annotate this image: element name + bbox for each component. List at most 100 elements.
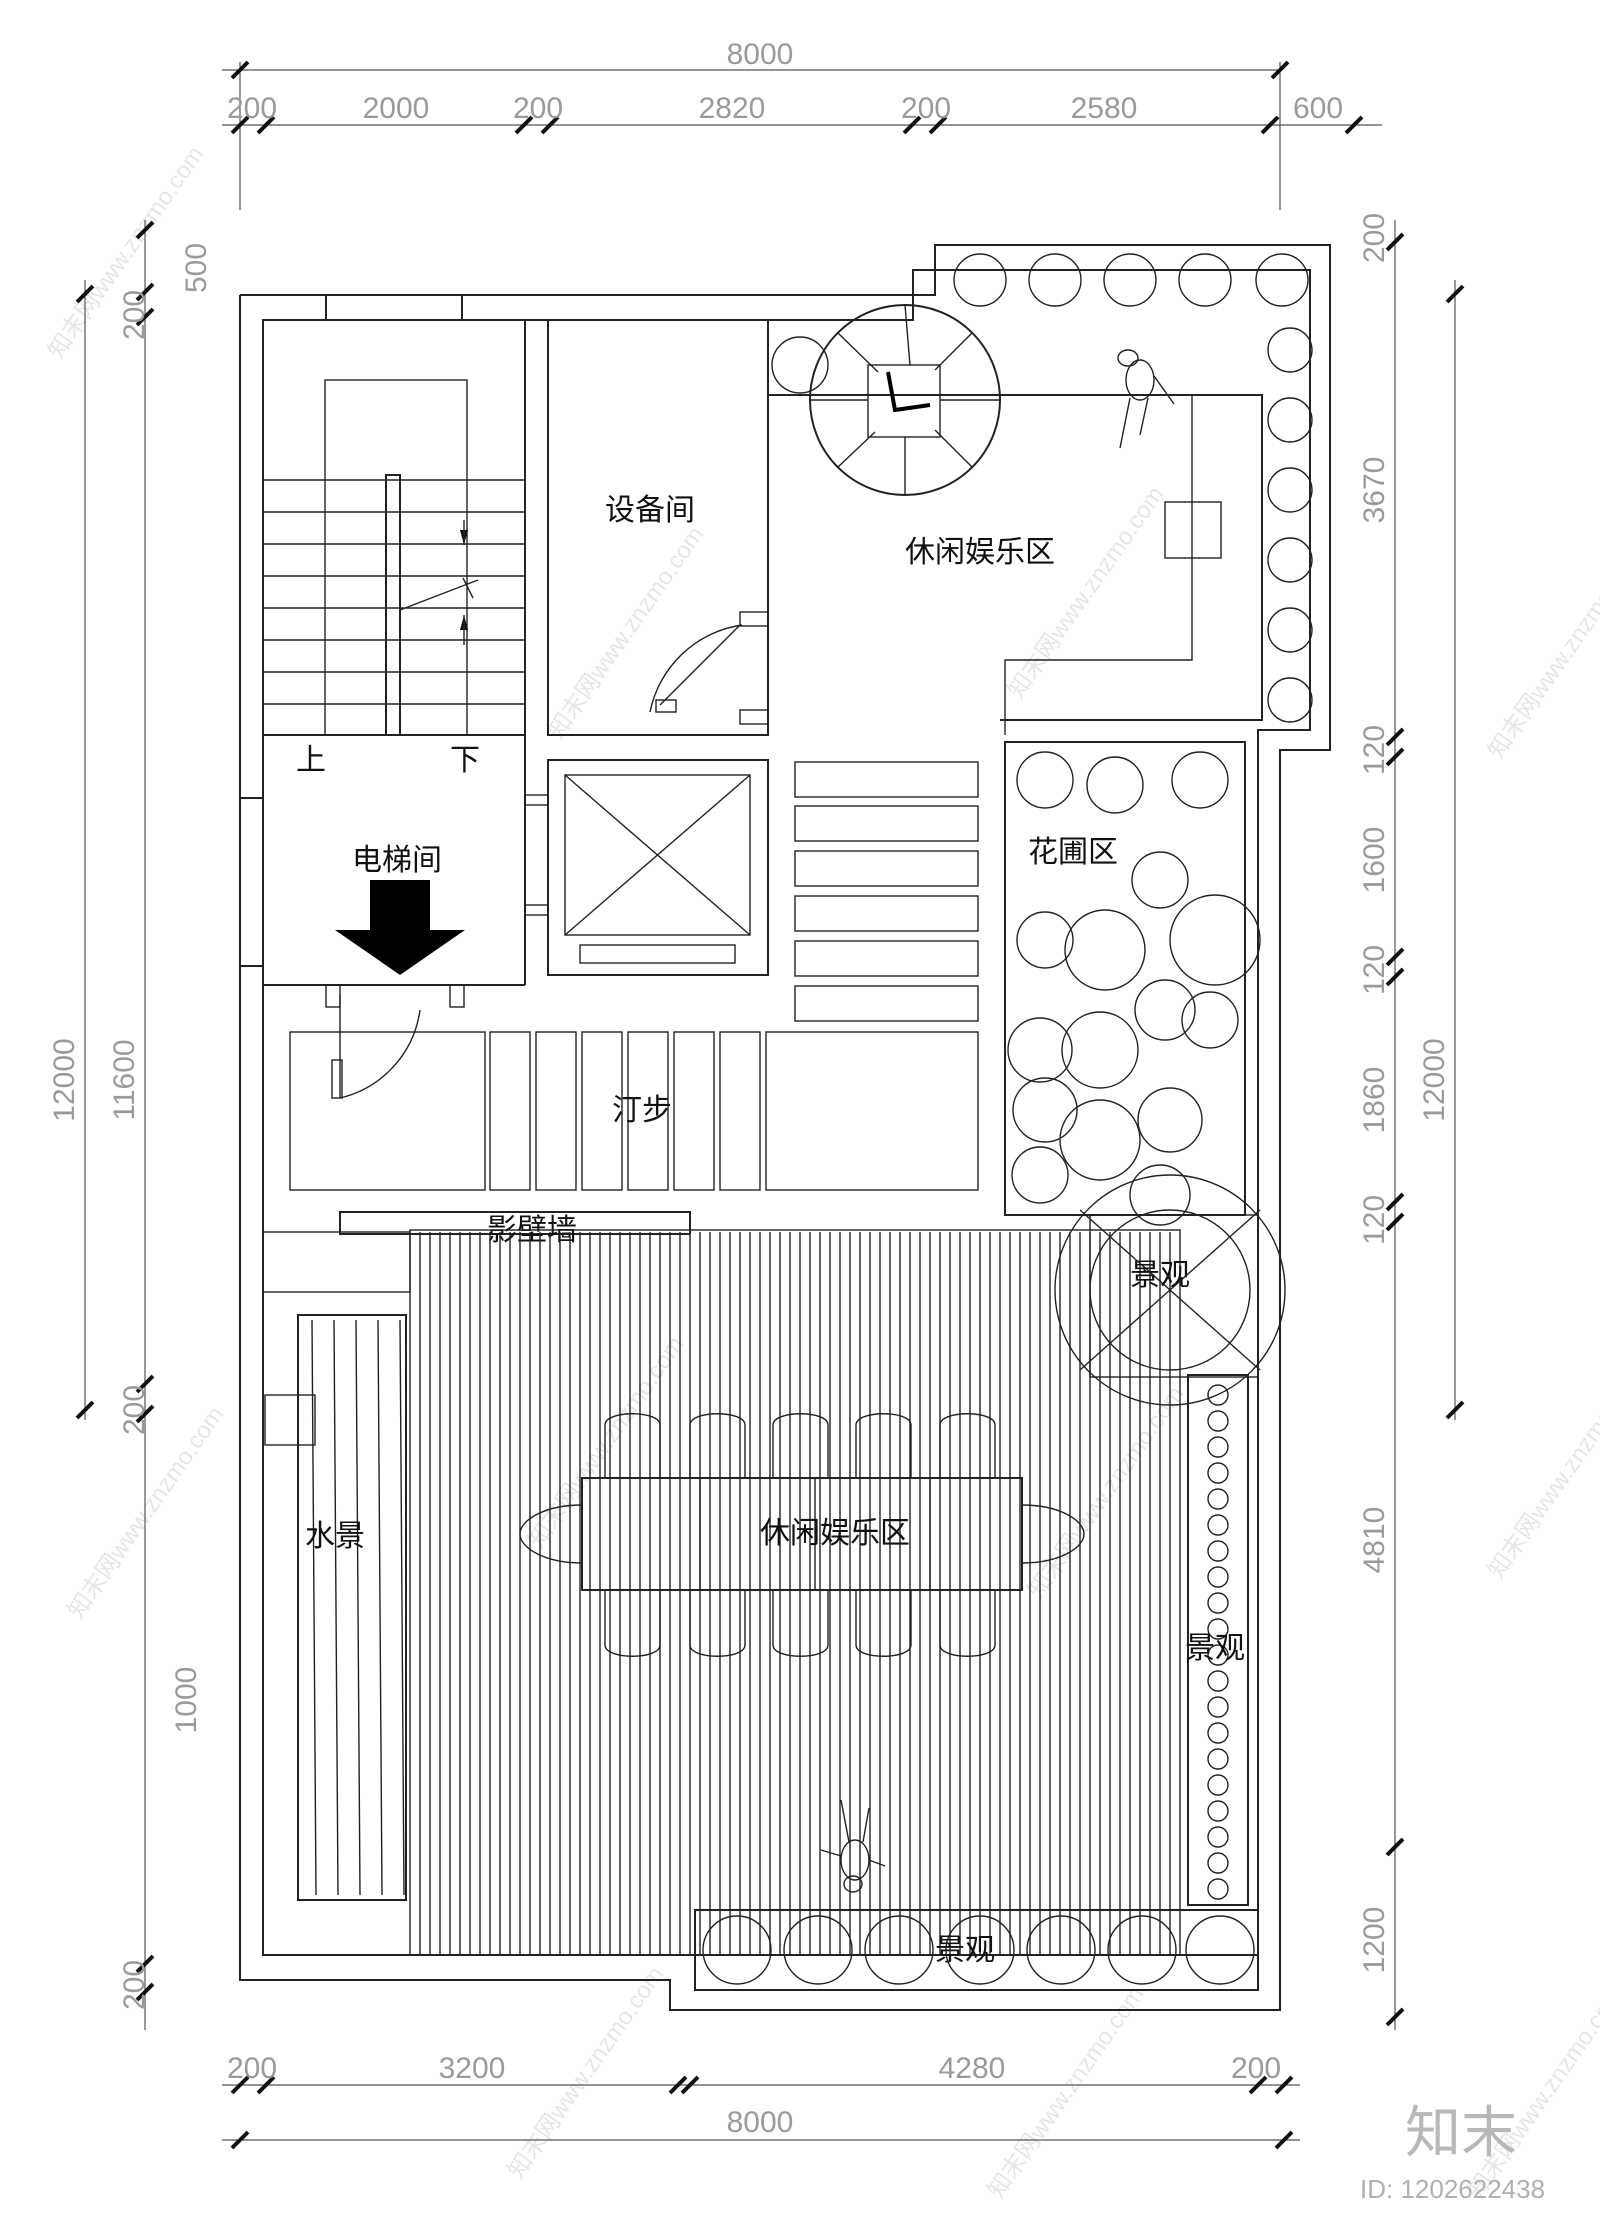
- watermark: 知末网www.znzmo.com: [523, 1331, 690, 1553]
- timber-deck: [409, 1229, 1181, 1956]
- landscape-area-3: 景观: [694, 1909, 1259, 1991]
- dim-right-seg-7: 120: [1358, 1195, 1391, 1245]
- dim-top-seg-6: 2580: [1071, 92, 1138, 125]
- shrub-row-top: [771, 253, 1313, 723]
- plant-icon: [1207, 1540, 1229, 1562]
- dim-bottom-seg-2: 3200: [439, 2052, 506, 2085]
- watermark: 知末网www.znzmo.com: [1483, 541, 1600, 763]
- leisure-area-top-label: 休闲娱乐区: [905, 535, 1055, 570]
- dim-right-seg-4: 1600: [1358, 827, 1391, 894]
- dim-right-total: 12000: [1418, 1038, 1451, 1121]
- plant-icon: [1207, 1748, 1229, 1770]
- dim-right-seg-3: 120: [1358, 725, 1391, 775]
- dim-right-seg-8: 4810: [1358, 1507, 1391, 1574]
- branding: 知末 ID: 1202622438: [1360, 2101, 1545, 2204]
- dim-top-seg-2: 2000: [363, 92, 430, 125]
- top-ticks: [230, 115, 1364, 135]
- dim-right-seg-9: 1200: [1358, 1907, 1391, 1974]
- dimensions-left: 12000 11600 500 200 200 1000 200: [48, 220, 213, 2030]
- dim-left-seg-2: 200: [118, 290, 151, 340]
- watermark-layer: 知末网www.znzmo.com 知末网www.znzmo.com 知末网www…: [43, 141, 1600, 2203]
- watermark: 知末网www.znzmo.com: [1023, 1381, 1190, 1603]
- landscape-3-label: 景观: [935, 1933, 995, 1968]
- watermark: 知末网www.znzmo.com: [543, 521, 710, 743]
- plant-icon: [1207, 1644, 1229, 1666]
- round-planter-row: [702, 1915, 1255, 1985]
- plant-icon: [1207, 1384, 1229, 1406]
- plant-icon: [1207, 1436, 1229, 1458]
- stair-up-label: 上: [296, 743, 326, 778]
- dim-left-total: 12000: [48, 1038, 81, 1121]
- person-icon: [820, 1799, 886, 1893]
- person-icon: [1117, 349, 1175, 449]
- dim-left-seg-3: 200: [118, 1385, 151, 1435]
- dimensions-top: 8000 200 2000 200 2820 200 2580 600: [222, 38, 1382, 210]
- plant-icon: [1207, 1774, 1229, 1796]
- brand-logo: 知末: [1405, 2101, 1517, 2166]
- entry-arrow-icon: [335, 880, 465, 975]
- watermark: 知末网www.znzmo.com: [1003, 481, 1170, 703]
- plant-icon: [1207, 1696, 1229, 1718]
- watermark: 知末网www.znzmo.com: [983, 1981, 1150, 2203]
- hatch-line: [333, 1319, 339, 1896]
- dim-left-seg-4: 1000: [170, 1667, 203, 1734]
- stepping-stone-slabs: 汀步: [289, 761, 979, 1191]
- stepping-stones-label: 汀步: [612, 1093, 672, 1128]
- dim-right-seg-2: 3670: [1358, 457, 1391, 524]
- tree-icon-group: [1007, 751, 1261, 1226]
- chair-row-bottom: [604, 1590, 996, 1657]
- flower-bed: 花圃区: [1004, 741, 1261, 1226]
- dim-left-seg-5: 200: [118, 1960, 151, 2010]
- plant-icon: [1207, 1826, 1229, 1848]
- plant-icon: [1207, 1670, 1229, 1692]
- plant-icon: [1207, 1488, 1229, 1510]
- watermark: 知末网www.znzmo.com: [503, 1961, 670, 2183]
- water-feature-label: 水景: [305, 1519, 365, 1554]
- elevator-hall: 电梯间: [263, 735, 526, 1099]
- spiral-stair-icon: [809, 304, 1001, 496]
- plant-icon: [1207, 1722, 1229, 1744]
- dining-set: 休闲娱乐区: [519, 1413, 1085, 1657]
- dim-right-seg-5: 120: [1358, 945, 1391, 995]
- leisure-area-top: 休闲娱乐区: [767, 253, 1313, 735]
- plant-icon: [1207, 1592, 1229, 1614]
- flower-bed-label: 花圃区: [1028, 835, 1118, 870]
- stair-down-label: 下: [450, 743, 480, 778]
- chair-row-top: [604, 1413, 996, 1478]
- stairwell: 上 下: [262, 319, 526, 778]
- dim-top-total: 8000: [727, 38, 794, 71]
- dimensions-right: 200 3670 120 1600 120 1860 120 4810 1200…: [1358, 213, 1465, 2030]
- dim-top-seg-5: 200: [901, 92, 951, 125]
- dim-top-seg-1: 200: [227, 92, 277, 125]
- plant-icon: [1207, 1878, 1229, 1900]
- landscape-2-label: 景观: [1185, 1631, 1245, 1666]
- plant-icon: [1207, 1514, 1229, 1536]
- image-id: ID: 1202622438: [1360, 2174, 1545, 2204]
- dim-left-seg-1: 500: [180, 243, 213, 293]
- plant-icon: [1207, 1618, 1229, 1640]
- plant-icon: [1207, 1852, 1229, 1874]
- elevator-hall-label: 电梯间: [352, 843, 442, 878]
- hatch-line: [311, 1319, 317, 1896]
- hatch-line: [399, 1319, 405, 1896]
- plant-icon: [1207, 1462, 1229, 1484]
- dim-bottom-seg-4: 200: [1231, 2052, 1281, 2085]
- dim-bottom-seg-3: 4280: [939, 2052, 1006, 2085]
- dimensions-bottom: 200 3200 4280 200 8000: [222, 2052, 1300, 2150]
- hatch-line: [355, 1319, 361, 1896]
- landscape-area-2: 景观: [1185, 1374, 1249, 1906]
- stair-treads: [263, 479, 525, 705]
- elevator-shaft: [524, 759, 769, 976]
- plant-icon: [1207, 1800, 1229, 1822]
- watermark: 知末网www.znzmo.com: [1463, 1981, 1600, 2203]
- dim-bottom-seg-1: 200: [227, 2052, 277, 2085]
- dim-top-seg-3: 200: [513, 92, 563, 125]
- landscape-1-label: 景观: [1130, 1258, 1190, 1293]
- hatch-line: [377, 1319, 383, 1896]
- dim-right-seg-6: 1860: [1358, 1067, 1391, 1134]
- dim-left-inner: 11600: [108, 1039, 141, 1120]
- dim-right-seg-1: 200: [1358, 213, 1391, 263]
- leisure-area-bottom-label: 休闲娱乐区: [760, 1516, 910, 1551]
- watermark: 知末网www.znzmo.com: [1483, 1361, 1600, 1583]
